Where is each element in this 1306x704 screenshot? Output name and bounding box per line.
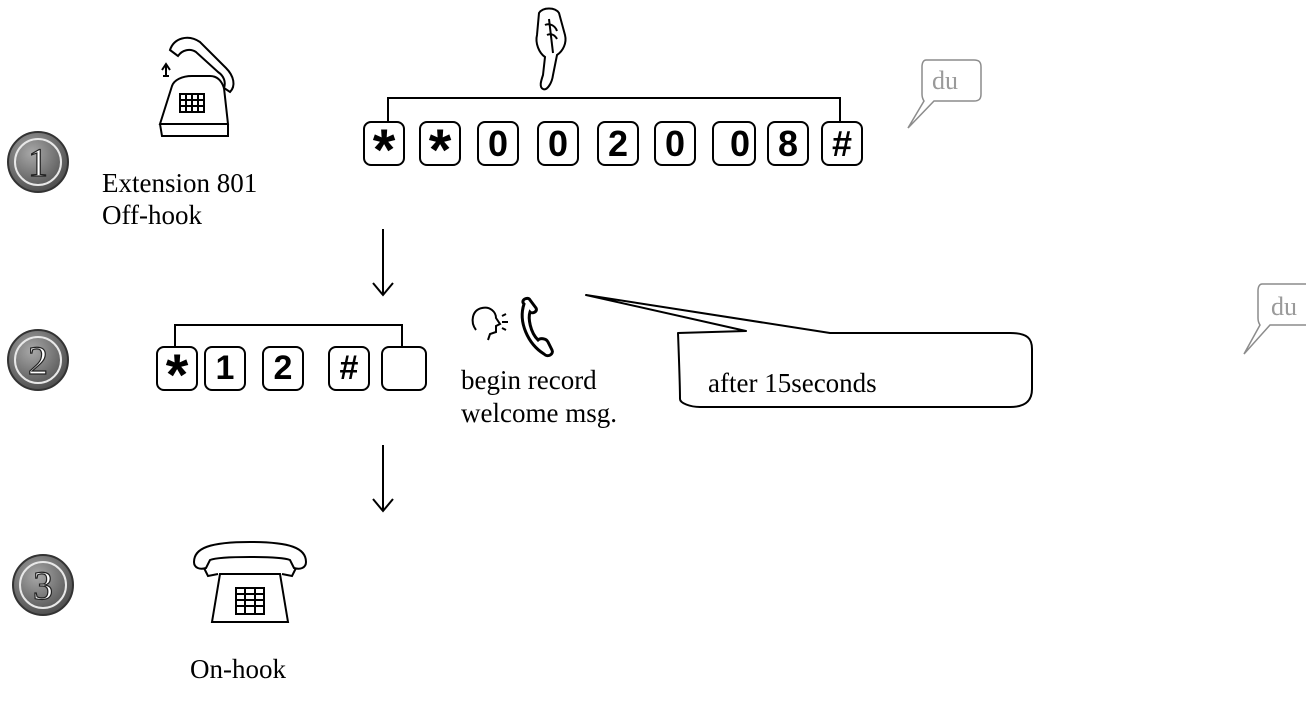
phone-off-hook-icon	[158, 36, 235, 137]
step-1-badge: 1	[7, 131, 69, 193]
speech-bubble-1-text: du	[932, 66, 958, 95]
step-1-key-sequence: * * 0 0 2 0 0 8 #	[0, 121, 1306, 179]
key-2: 2	[262, 346, 304, 391]
callout-text: after 15seconds	[708, 368, 877, 398]
phone-on-hook-icon	[192, 540, 308, 623]
step-2-caption-line1: begin record	[461, 365, 597, 395]
down-arrow-icon-2	[372, 445, 394, 513]
key-hash: #	[821, 121, 863, 166]
speech-bubble-2-text: du	[1271, 292, 1297, 321]
speech-bubble-2	[1243, 283, 1306, 355]
step-2-badge: 2	[7, 329, 69, 391]
key-0-d: 0	[712, 121, 756, 166]
key-blank	[381, 346, 427, 391]
key-star-1: *	[363, 121, 405, 179]
key-2: 2	[597, 121, 639, 166]
step-3-number: 3	[33, 563, 53, 608]
key-0-b: 0	[537, 121, 579, 166]
down-arrow-icon	[372, 229, 394, 297]
step-1-key-bracket	[387, 97, 841, 123]
step-1-caption-line2: Off-hook	[102, 200, 202, 230]
step-3-badge: 3	[12, 554, 74, 616]
speaking-head-handset-icon	[471, 296, 554, 358]
callout-bubble	[585, 294, 1033, 408]
step-2-key-bracket	[174, 324, 403, 346]
step-1-number: 1	[28, 140, 48, 185]
key-0-c: 0	[654, 121, 696, 166]
step-1-caption-line1: Extension 801	[102, 168, 258, 198]
speech-bubble-1	[907, 59, 982, 129]
step-2-key-sequence: * 1 2 #	[0, 346, 1306, 404]
key-hash: #	[328, 346, 370, 391]
step-2-caption-line2: welcome msg.	[461, 398, 617, 428]
step-3-caption: On-hook	[190, 654, 286, 684]
key-1: 1	[204, 346, 246, 391]
key-8: 8	[767, 121, 809, 166]
finger-press-icon	[535, 7, 567, 91]
key-star-2: *	[419, 121, 461, 179]
key-0-a: 0	[477, 121, 519, 166]
key-star: *	[156, 346, 198, 404]
step-2-number: 2	[28, 338, 48, 383]
